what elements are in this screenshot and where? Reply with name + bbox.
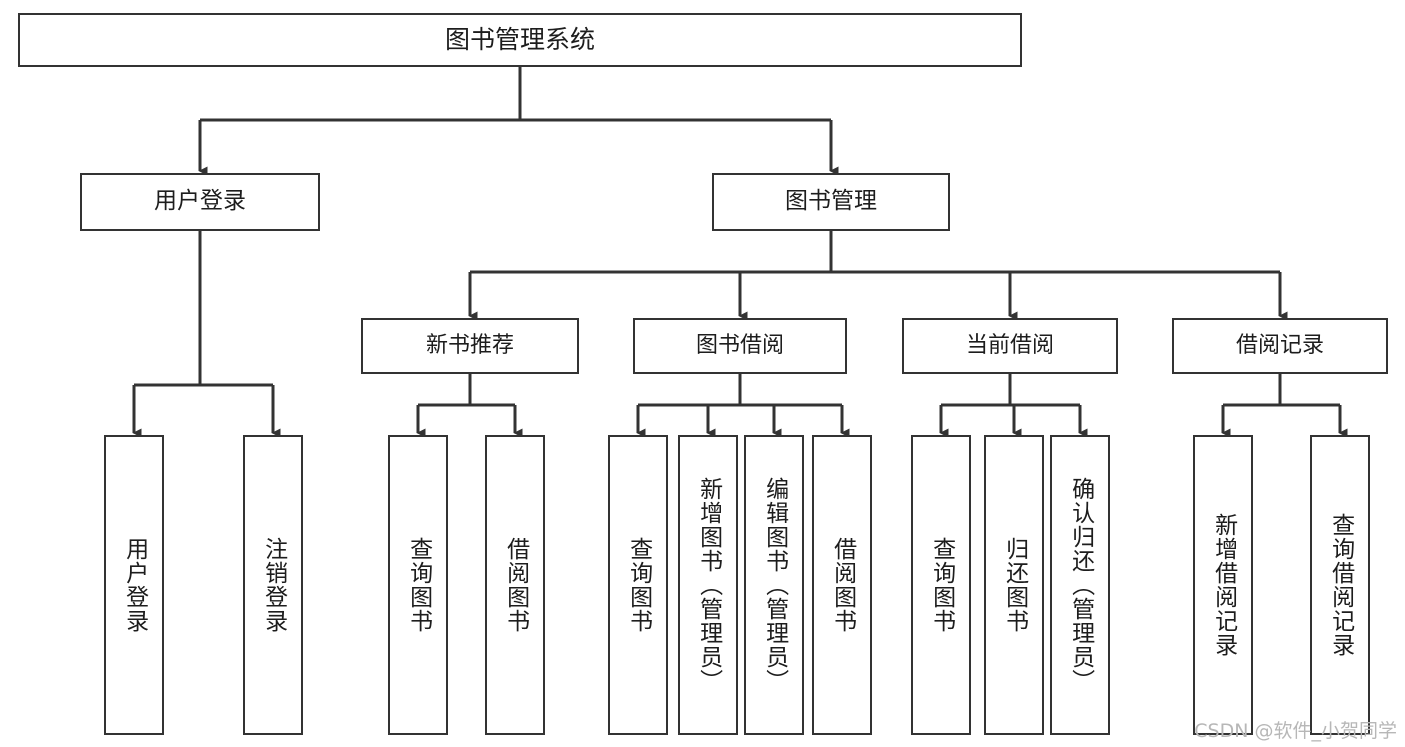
node-leaf-borrow-book-2-label: 借阅图书: [829, 537, 856, 633]
node-leaf-query-book-2-label: 查询图书: [625, 537, 652, 633]
node-leaf-borrow-book-2[interactable]: 借阅图书: [812, 435, 872, 735]
node-new-book-recommend[interactable]: 新书推荐: [361, 318, 579, 374]
node-leaf-query-record[interactable]: 查询借阅记录: [1310, 435, 1370, 735]
node-book-management[interactable]: 图书管理: [712, 173, 950, 231]
node-current-borrow-label: 当前借阅: [965, 333, 1054, 359]
node-leaf-edit-book-label: 编辑图书（管理员）: [761, 477, 788, 693]
node-leaf-add-book-label: 新增图书（管理员）: [695, 477, 722, 693]
node-leaf-query-book-1-label: 查询图书: [405, 537, 432, 633]
node-root[interactable]: 图书管理系统: [18, 13, 1022, 67]
node-leaf-add-record-label: 新增借阅记录: [1210, 513, 1237, 657]
node-leaf-user-login[interactable]: 用户登录: [104, 435, 164, 735]
node-leaf-return-book[interactable]: 归还图书: [984, 435, 1044, 735]
node-leaf-edit-book[interactable]: 编辑图书（管理员）: [744, 435, 804, 735]
node-borrow-record-label: 借阅记录: [1235, 333, 1324, 359]
node-leaf-borrow-book-1-label: 借阅图书: [502, 537, 529, 633]
node-leaf-user-logout-label: 注销登录: [260, 537, 287, 633]
node-leaf-borrow-book-1[interactable]: 借阅图书: [485, 435, 545, 735]
node-leaf-user-logout[interactable]: 注销登录: [243, 435, 303, 735]
node-new-book-recommend-label: 新书推荐: [425, 333, 514, 359]
node-root-label: 图书管理系统: [444, 25, 595, 55]
node-leaf-confirm-return-label: 确认归还（管理员）: [1067, 477, 1094, 693]
node-leaf-query-book-1[interactable]: 查询图书: [388, 435, 448, 735]
node-leaf-query-book-3-label: 查询图书: [928, 537, 955, 633]
node-borrow-record[interactable]: 借阅记录: [1172, 318, 1388, 374]
node-leaf-add-record[interactable]: 新增借阅记录: [1193, 435, 1253, 735]
node-leaf-user-login-label: 用户登录: [121, 537, 148, 633]
node-leaf-query-record-label: 查询借阅记录: [1327, 513, 1354, 657]
node-leaf-add-book[interactable]: 新增图书（管理员）: [678, 435, 738, 735]
node-book-borrow[interactable]: 图书借阅: [633, 318, 847, 374]
node-user-login[interactable]: 用户登录: [80, 173, 320, 231]
watermark: CSDN @软件_小贺同学: [1194, 720, 1397, 742]
node-current-borrow[interactable]: 当前借阅: [902, 318, 1118, 374]
node-leaf-query-book-2[interactable]: 查询图书: [608, 435, 668, 735]
node-leaf-return-book-label: 归还图书: [1001, 537, 1028, 633]
node-leaf-confirm-return[interactable]: 确认归还（管理员）: [1050, 435, 1110, 735]
node-book-borrow-label: 图书借阅: [695, 333, 784, 359]
node-user-login-label: 用户登录: [154, 188, 246, 215]
node-leaf-query-book-3[interactable]: 查询图书: [911, 435, 971, 735]
node-book-management-label: 图书管理: [785, 188, 877, 215]
